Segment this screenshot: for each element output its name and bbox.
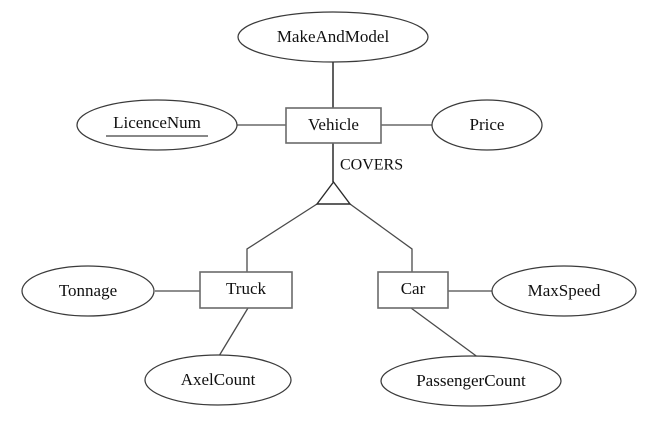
edge-isa-truck [246,203,318,272]
max-speed-label: MaxSpeed [528,281,601,300]
axel-count-ellipse [144,354,292,406]
entity-car[interactable]: Car [377,271,449,309]
edge-isa-car [349,203,413,272]
car-label: Car [401,279,426,298]
attribute-make-and-model[interactable]: MakeAndModel [237,11,429,63]
car-box [377,271,449,309]
make-and-model-label: MakeAndModel [277,27,390,46]
isa-relationship-covers[interactable]: COVERS [315,157,403,205]
edge-truck-axelcount [218,307,249,357]
passenger-count-label: PassengerCount [416,371,526,390]
licence-num-label: LicenceNum [113,113,201,132]
price-ellipse [431,99,543,151]
licence-num-ellipse [76,99,238,151]
vehicle-box [285,107,382,144]
truck-box [199,271,293,309]
attribute-axel-count[interactable]: AxelCount [144,354,292,406]
attribute-tonnage[interactable]: Tonnage [21,265,155,317]
price-label: Price [470,115,505,134]
attribute-price[interactable]: Price [431,99,543,151]
axel-count-label: AxelCount [181,370,256,389]
entity-truck[interactable]: Truck [199,271,293,309]
max-speed-ellipse [491,265,637,317]
attribute-passenger-count[interactable]: PassengerCount [380,355,562,407]
entity-vehicle[interactable]: Vehicle [285,107,382,144]
attribute-max-speed[interactable]: MaxSpeed [491,265,637,317]
truck-label: Truck [226,279,266,298]
tonnage-label: Tonnage [59,281,117,300]
vehicle-label: Vehicle [308,115,359,134]
edge-car-passengercount [410,307,480,359]
make-and-model-ellipse [237,11,429,63]
isa-triangle [315,180,352,205]
passenger-count-ellipse [380,355,562,407]
isa-covers-label: COVERS [340,157,403,174]
tonnage-ellipse [21,265,155,317]
attribute-licence-num[interactable]: LicenceNum [76,99,238,151]
